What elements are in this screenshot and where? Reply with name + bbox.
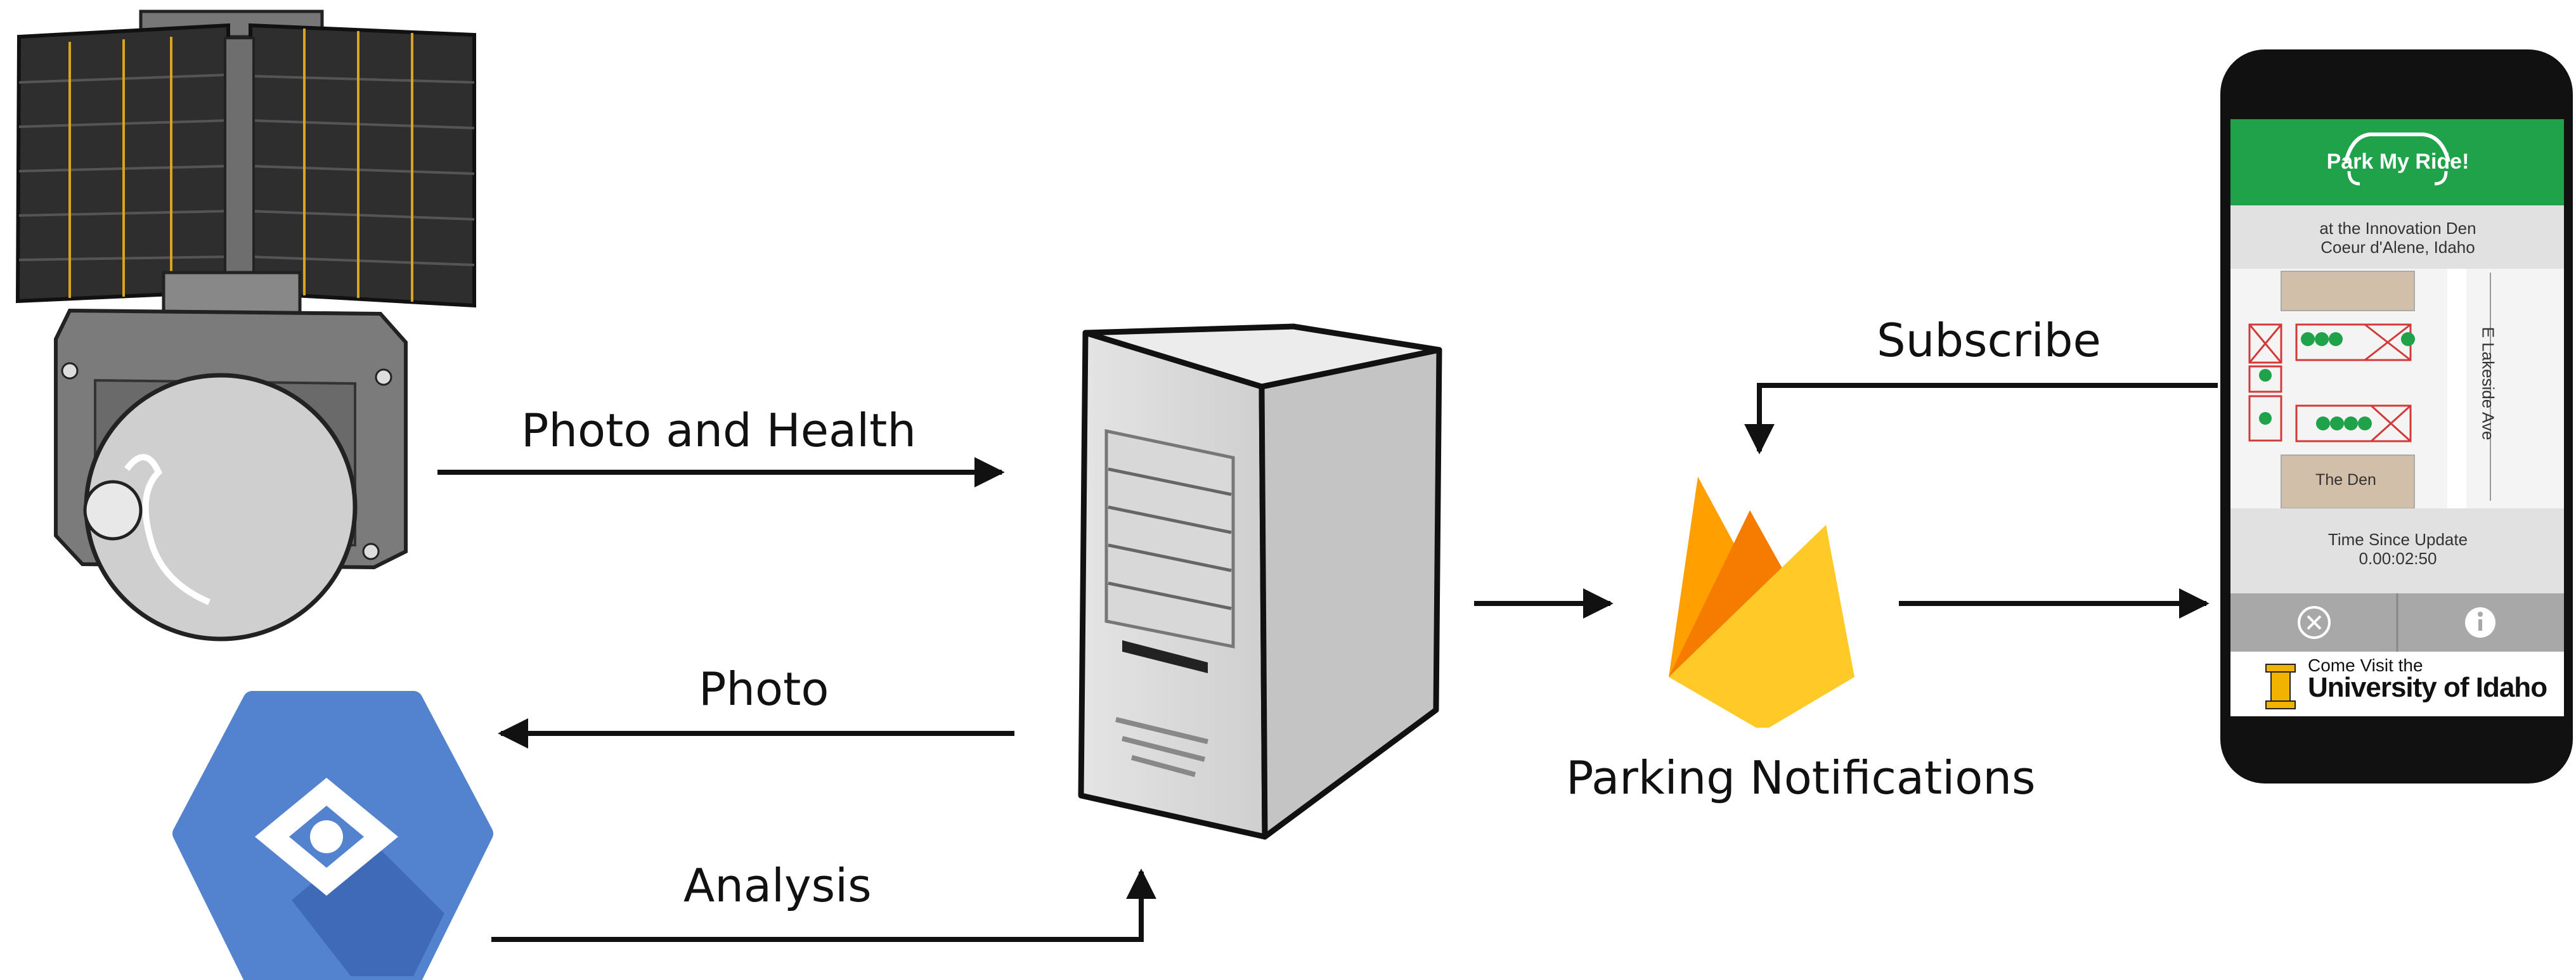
server-tower-icon (1078, 323, 1442, 840)
cloud-vision-icon (172, 691, 493, 980)
update-value: 0.00:02:50 (2359, 549, 2437, 568)
map-street-label: E Lakeside Ave (2478, 326, 2498, 441)
arrow-app-to-firebase (1744, 383, 2218, 455)
firebase-icon (1669, 477, 1854, 728)
app-location-line2: Coeur d'Alene, Idaho (2320, 238, 2475, 257)
footer-line1: Come Visit the (2308, 655, 2423, 675)
edge-label-photo: Photo (699, 662, 829, 716)
edge-label-photo-and-health: Photo and Health (521, 404, 917, 457)
update-label: Time Since Update (2327, 530, 2468, 549)
edge-label-analysis: Analysis (683, 859, 872, 912)
edge-label-subscribe: Subscribe (1877, 314, 2101, 367)
footer-line2[interactable]: University of Idaho (2308, 672, 2547, 703)
app-title: Park My Ride! (2326, 150, 2469, 174)
arrow-vision-to-server (491, 868, 1156, 942)
smartphone (2220, 49, 2573, 783)
uidaho-logo (2265, 664, 2296, 709)
info-icon[interactable] (2465, 607, 2495, 638)
solar-camera-device (15, 10, 476, 642)
node-label-parking-notifications: Parking Notifications (1566, 751, 2036, 804)
close-icon[interactable] (2298, 606, 2331, 639)
map-building-label: The Den (2315, 471, 2376, 489)
app-location-line1: at the Innovation Den (2319, 219, 2476, 238)
